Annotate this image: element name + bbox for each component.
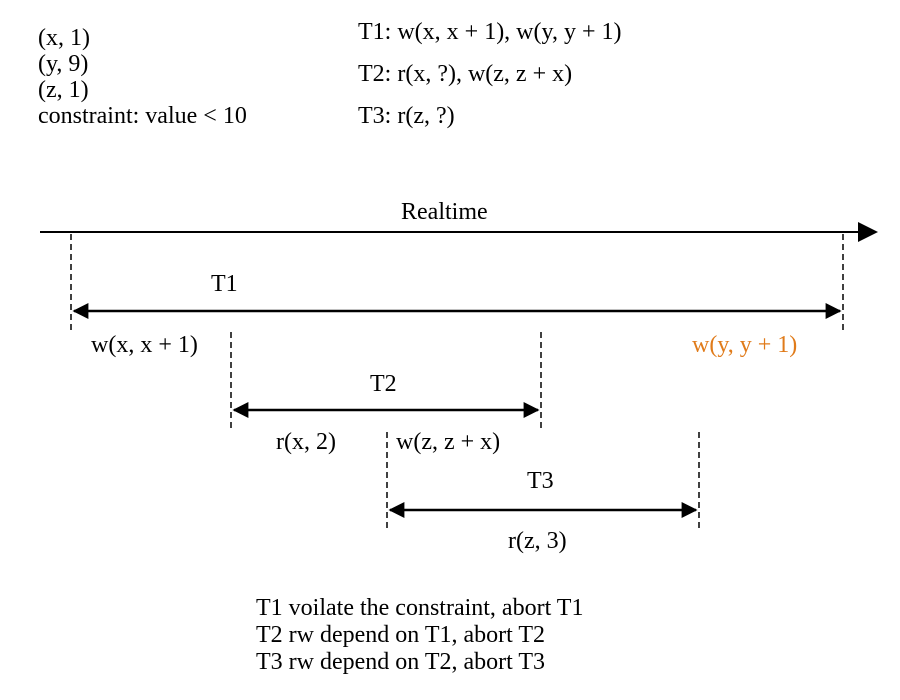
transaction-t1-def: T1: w(x, x + 1), w(y, y + 1): [358, 19, 622, 45]
t2-label: T2: [370, 371, 397, 397]
realtime-arrowhead: [858, 222, 878, 242]
constraint-text: constraint: value < 10: [38, 103, 247, 129]
t1-op-write-y: w(y, y + 1): [692, 332, 798, 358]
t2-op-write-z: w(z, z + x): [396, 429, 501, 455]
t2-op-read-x: r(x, 2): [276, 429, 336, 455]
transaction-t3-def: T3: r(z, ?): [358, 103, 455, 129]
realtime-label: Realtime: [401, 199, 488, 225]
state-item-z: (z, 1): [38, 77, 89, 103]
conclusion-t1: T1 voilate the constraint, abort T1: [256, 595, 584, 621]
state-item-y: (y, 9): [38, 51, 89, 77]
t3-op-read-z: r(z, 3): [508, 528, 567, 554]
conclusion-t3: T3 rw depend on T2, abort T3: [256, 649, 546, 675]
state-item-x: (x, 1): [38, 25, 90, 51]
t1-op-write-x: w(x, x + 1): [91, 332, 198, 358]
t3-label: T3: [527, 468, 554, 494]
t1-label: T1: [211, 271, 238, 297]
conclusion-t2: T2 rw depend on T1, abort T2: [256, 622, 546, 648]
transaction-t2-def: T2: r(x, ?), w(z, z + x): [358, 61, 573, 87]
